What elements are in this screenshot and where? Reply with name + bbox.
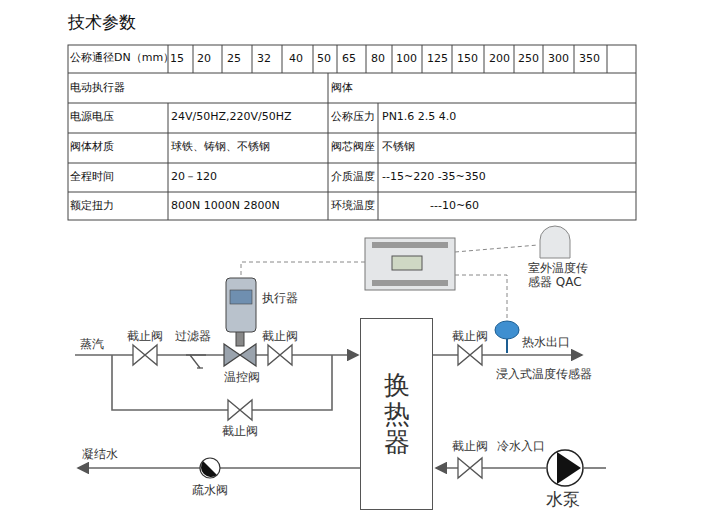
table-cell: 300 (548, 53, 569, 66)
signal-wires (241, 245, 538, 320)
diagram-label: 水泵 (546, 490, 580, 510)
strainer (186, 355, 206, 368)
diagram-label: 室外温度传感器 QAC (528, 262, 594, 290)
control-valve (224, 278, 256, 366)
table-cell: 电源电压 (70, 111, 114, 124)
table-cell: 全程时间 (70, 171, 114, 184)
table-cell: 150 (457, 53, 478, 66)
table-cell: 200 (489, 53, 510, 66)
table-cell: 350 (579, 53, 600, 66)
table-cell: 环境温度 (331, 200, 375, 213)
heat-exchanger-box: 换热器 (360, 318, 433, 510)
table-cell: 额定扭力 (70, 200, 114, 213)
table-cell: 65 (342, 53, 356, 66)
diagram-label: 浸入式温度传感器 (496, 368, 592, 382)
table-cell: 250 (518, 53, 539, 66)
diagram-label: 过滤器 (175, 330, 211, 344)
controller (365, 238, 455, 290)
diagram-label: 疏水阀 (192, 484, 228, 498)
steam-trap (200, 458, 220, 478)
parameter-table (68, 45, 636, 220)
table-cell: 80 (371, 53, 385, 66)
table-cell: --15~220 -35~350 (382, 171, 486, 184)
table-cell: 20－120 (171, 171, 217, 184)
diagram-label: 截止阀 (222, 425, 258, 439)
diagram-label: 截止阀 (452, 440, 488, 454)
diagram-label: 冷水入口 (497, 440, 545, 454)
table-cell: 125 (427, 53, 448, 66)
table-cell: 20 (197, 53, 211, 66)
node-text: 换热器 (384, 371, 410, 457)
title-text: 技术参数 (68, 13, 136, 33)
diagram-label: 截止阀 (452, 330, 488, 344)
table-cell: 100 (396, 53, 417, 66)
table-cell: 电动执行器 (70, 82, 125, 95)
table-cell: 阀体材质 (70, 141, 114, 154)
table-cell: 24V/50HZ,220V/50HZ (171, 111, 292, 124)
table-cell: 球铁、铸钢、不锈钢 (171, 141, 270, 154)
table-cell: PN1.6 2.5 4.0 (382, 111, 456, 124)
diagram-label: 凝结水 (82, 448, 118, 462)
diagram-label: 截止阀 (262, 330, 298, 344)
table-cell: 公称压力 (331, 111, 375, 124)
table-cell: 阀体 (331, 82, 353, 95)
table-cell: 阀芯阀座 (331, 141, 375, 154)
table-cell: 800N 1000N 2800N (171, 200, 280, 213)
diagram-label: 蒸汽 (80, 338, 104, 352)
diagram-label: 热水出口 (522, 336, 570, 350)
table-cell: 32 (257, 53, 271, 66)
immersion-sensor (495, 321, 519, 353)
water-pump (547, 450, 583, 486)
table-cell: 不锈钢 (382, 141, 415, 154)
table-cell: 15 (170, 53, 184, 66)
table-cell: 50 (317, 53, 331, 66)
table-cell: 公称通径DN（mm） (70, 52, 174, 65)
diagram-label: 温控阀 (224, 371, 260, 385)
diagram-label: 截止阀 (127, 330, 163, 344)
table-cell: ---10~60 (430, 200, 479, 213)
diagram-label: 执行器 (262, 292, 298, 306)
table-cell: 介质温度 (331, 171, 375, 184)
pipes (75, 355, 606, 468)
table-cell: 25 (227, 53, 241, 66)
outdoor-sensor (540, 226, 570, 258)
table-cell: 40 (289, 53, 303, 66)
